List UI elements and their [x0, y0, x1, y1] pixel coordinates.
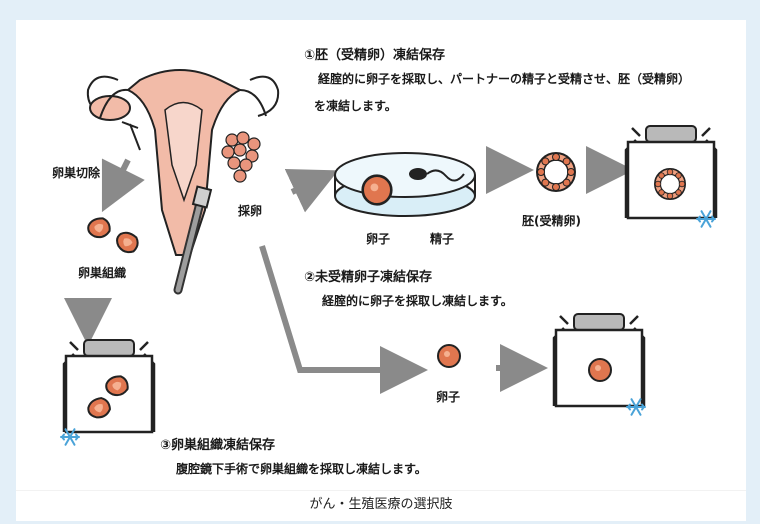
label-egg: 卵子: [366, 230, 390, 247]
petri-dish-icon: [335, 153, 475, 216]
cryo-tank-icon: [64, 340, 154, 432]
arrow-uterus-to-ovary-removal: [110, 160, 128, 196]
label-ovarian-tissue: 卵巣組織: [78, 264, 126, 281]
method2-title: ②未受精卵子凍結保存: [304, 266, 432, 285]
label-egg-retrieval: 採卵: [238, 202, 262, 219]
diagram-caption: がん・生殖医療の選択肢: [16, 490, 746, 520]
method3-desc: 腹腔鏡下手術で卵巣組織を採取し凍結します。: [176, 460, 427, 477]
arrow-retrieval-to-dish: [292, 178, 322, 192]
cryo-tank-icon: [626, 126, 716, 218]
egg-icon: [438, 345, 460, 367]
cryo-tank-icon: [554, 314, 644, 406]
method3-title: ③卵巣組織凍結保存: [160, 434, 275, 453]
method1-title: ①胚（受精卵）凍結保存: [304, 44, 445, 63]
label-ovary-removal: 卵巣切除: [52, 164, 100, 181]
method1-desc-line2: を凍結します。: [314, 97, 397, 114]
method2-desc: 経腟的に卵子を採取し凍結します。: [322, 292, 513, 309]
embryo-icon: [537, 153, 575, 191]
uterus-icon: [88, 70, 278, 255]
label-sperm: 精子: [430, 230, 454, 247]
label-egg-2: 卵子: [436, 388, 460, 405]
tissue-icon: [86, 216, 140, 255]
label-embryo: 胚(受精卵): [522, 212, 581, 229]
method1-desc-line1: 経腟的に卵子を採取し、パートナーの精子と受精させ、胚（受精卵）: [318, 70, 690, 87]
